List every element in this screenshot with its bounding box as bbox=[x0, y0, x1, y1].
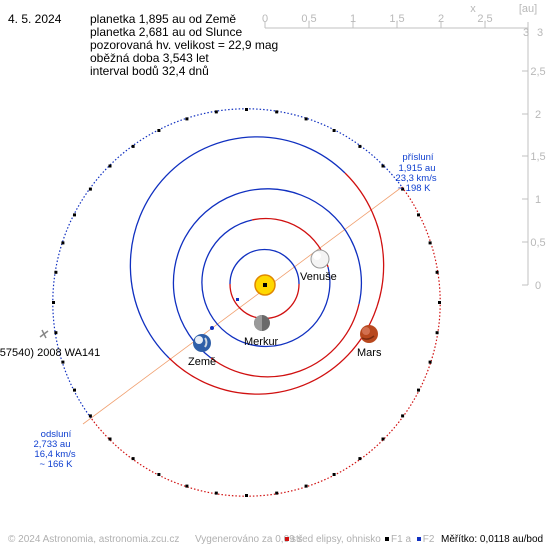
orbit-point bbox=[435, 270, 439, 274]
orbit-point bbox=[358, 457, 362, 461]
orbit-point bbox=[61, 241, 65, 245]
aphelion-title: odsluní bbox=[41, 429, 72, 440]
y-tick-label: 2 bbox=[535, 109, 541, 121]
orbit-point bbox=[88, 187, 92, 191]
orbit-point bbox=[381, 437, 385, 441]
orbit-point bbox=[401, 414, 405, 418]
orbit-point bbox=[73, 213, 76, 217]
unit-label: [au] bbox=[519, 3, 537, 15]
orbit-point bbox=[88, 414, 92, 418]
date-label: 4. 5. 2024 bbox=[8, 12, 62, 26]
earth-orbit bbox=[172, 188, 363, 378]
orbit-point bbox=[358, 144, 362, 148]
orbit-point bbox=[54, 331, 58, 335]
orbit-point bbox=[54, 270, 58, 274]
orbit-point bbox=[417, 388, 420, 392]
mars-label: Mars bbox=[357, 347, 382, 359]
y-tick-label: 1,5 bbox=[530, 151, 545, 163]
orbit-point bbox=[275, 491, 279, 495]
orbit-point bbox=[304, 484, 308, 488]
x-tick-label: 2,5 bbox=[477, 13, 492, 25]
y-axis bbox=[522, 27, 529, 286]
orbit-point bbox=[61, 360, 65, 364]
orbit-point bbox=[108, 437, 112, 441]
info-line: interval bodů 32,4 dnů bbox=[90, 64, 209, 78]
orbit-point bbox=[157, 129, 161, 132]
y-tick-label: 2,5 bbox=[530, 66, 545, 78]
y-tick-label: 1 bbox=[535, 194, 541, 206]
asteroid-orbit bbox=[52, 108, 441, 497]
orbit-point bbox=[185, 484, 189, 488]
orbit-point bbox=[131, 457, 135, 461]
orbit-point bbox=[73, 388, 76, 392]
mars-orbit bbox=[129, 136, 385, 395]
aphelion-temp: ~ 166 K bbox=[39, 459, 73, 470]
orbit-point bbox=[108, 164, 112, 168]
venus bbox=[310, 249, 330, 269]
black-dot-icon bbox=[385, 537, 389, 542]
mars bbox=[360, 325, 378, 343]
perihelion-temp: ~ 198 K bbox=[397, 183, 431, 194]
orbit-point bbox=[185, 117, 189, 121]
info-line: planetka 2,681 au od Slunce bbox=[90, 25, 243, 39]
mercury-label: Merkur bbox=[244, 336, 279, 348]
x-axis-label: x bbox=[470, 3, 476, 15]
asteroid-label: (157540) 2008 WA141 bbox=[0, 347, 100, 359]
orbit-point bbox=[401, 187, 405, 191]
orbit-point bbox=[428, 360, 432, 364]
orbit-point bbox=[52, 301, 55, 304]
orbit-point bbox=[245, 108, 248, 111]
perihelion-title: přísluní bbox=[402, 152, 434, 163]
info-panel: planetka 1,895 au od Země planetka 2,681… bbox=[90, 13, 278, 78]
generation-time: Vygenerováno za 0,09 s bbox=[195, 534, 303, 545]
orbit-point bbox=[417, 213, 420, 217]
y-tick-label: 3 bbox=[537, 27, 543, 39]
copyright: © 2024 Astronomia, astronomia.zcu.cz bbox=[8, 534, 180, 545]
scale-label: Měřítko: 0,0118 au/bod bbox=[441, 534, 544, 545]
info-line: pozorovaná hv. velikost = 22,9 mag bbox=[90, 38, 279, 52]
orbit-point bbox=[381, 164, 385, 168]
perihelion-distance: 1,915 au bbox=[399, 163, 436, 174]
x-tick-label: 3 bbox=[523, 27, 529, 39]
apsis-line bbox=[82, 186, 403, 425]
red-dot-icon bbox=[285, 537, 289, 542]
orbit-point bbox=[214, 110, 218, 114]
orbit-point bbox=[435, 331, 439, 335]
earth bbox=[193, 326, 214, 352]
info-line: oběžná doba 3,543 let bbox=[90, 51, 209, 65]
orbit-point bbox=[275, 110, 279, 114]
mercury bbox=[254, 315, 270, 331]
aphelion-speed: 16,4 km/s bbox=[34, 449, 75, 460]
aphelion-distance: 2,733 au bbox=[34, 439, 71, 450]
legend-foci: F1 a F2 bbox=[385, 534, 434, 545]
x-tick-label: 0 bbox=[262, 13, 268, 25]
y-tick-label: 0 bbox=[535, 280, 541, 292]
x-tick-label: 1,5 bbox=[389, 13, 404, 25]
orbit-point bbox=[214, 491, 218, 495]
orbit-point bbox=[131, 144, 135, 148]
x-tick-label: 1 bbox=[350, 13, 356, 25]
orbit-point bbox=[157, 473, 161, 476]
asteroid-orbit-points bbox=[52, 108, 441, 497]
y-tick-label: 0,5 bbox=[530, 237, 545, 249]
orbit-point bbox=[332, 129, 336, 132]
venus-label: Venuše bbox=[300, 271, 337, 283]
x-tick-label: 2 bbox=[438, 13, 444, 25]
orbit-point bbox=[438, 301, 441, 304]
orbit-point bbox=[428, 241, 432, 245]
blue-dot-icon bbox=[416, 537, 421, 542]
earth-label: Země bbox=[188, 356, 216, 368]
orbit-point bbox=[245, 494, 248, 497]
orbit-point bbox=[304, 117, 308, 121]
info-line: planetka 1,895 au od Země bbox=[90, 12, 237, 26]
asteroid-marker bbox=[39, 329, 49, 339]
orbit-point bbox=[332, 473, 336, 476]
sun bbox=[236, 274, 276, 301]
x-tick-label: 0,5 bbox=[301, 13, 316, 25]
x-axis bbox=[264, 22, 529, 29]
perihelion-speed: 23,3 km/s bbox=[395, 173, 436, 184]
legend-ellipse-center: střed elipsy, ohnisko bbox=[285, 534, 381, 545]
